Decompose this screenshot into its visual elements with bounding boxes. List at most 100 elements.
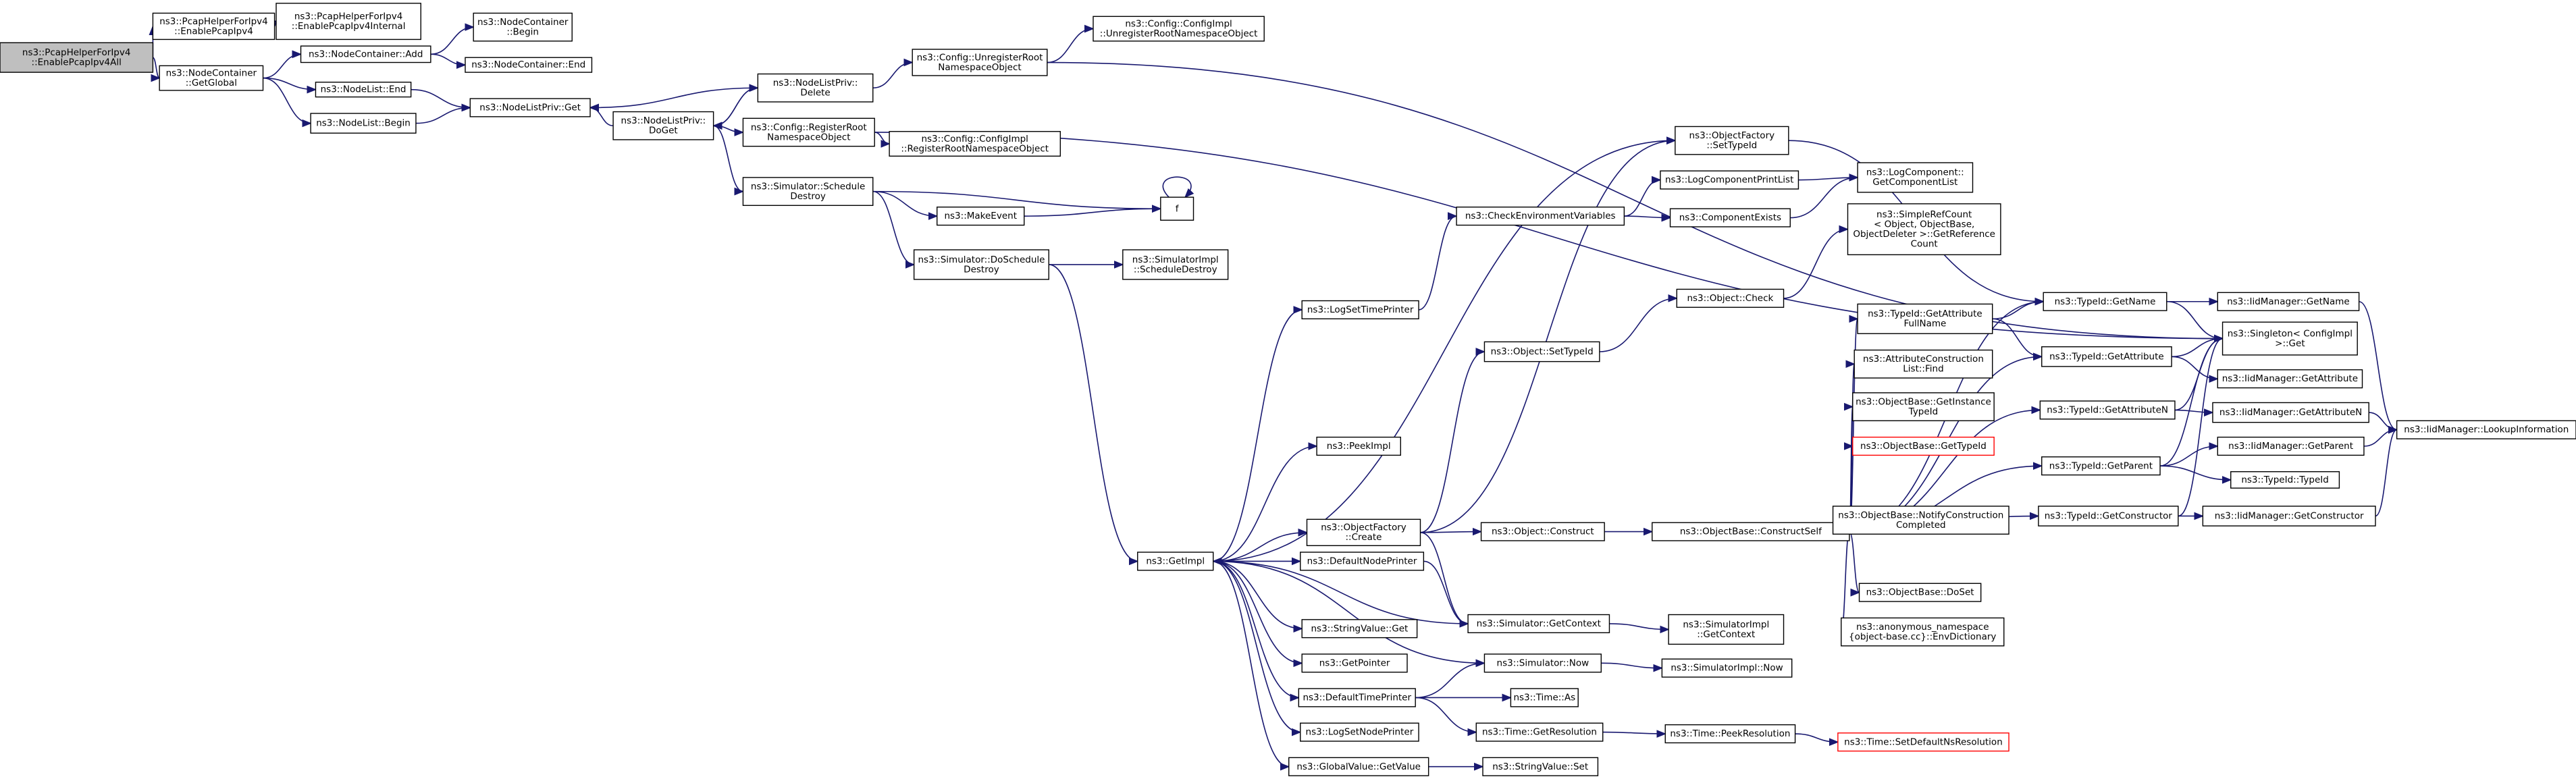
function-node-n7[interactable]: ns3::NodeList::End	[315, 82, 412, 98]
function-node-n55[interactable]: ns3::Simulator::GetContext	[1467, 614, 1610, 634]
function-node-n59[interactable]: ns3::GetPointer	[1301, 653, 1408, 673]
function-node-n39[interactable]: ns3::IidManager::GetAttributeN	[2212, 402, 2369, 423]
function-node-n15[interactable]: ns3::Config::ConfigImpl::RegisterRootNam…	[889, 131, 1061, 157]
function-node-n44[interactable]: ns3::IidManager::GetParent	[2217, 436, 2365, 456]
function-node-n11[interactable]: ns3::NodeListPriv::DoGet	[612, 111, 714, 140]
function-node-box	[2039, 400, 2176, 420]
function-node-n25[interactable]: ns3::LogComponent::GetComponentList	[1857, 162, 1974, 193]
function-node-root[interactable]: ns3::PcapHelperForIpv4::EnablePcapIpv4Al…	[0, 42, 154, 73]
function-node-n65[interactable]: ns3::LogSetNodePrinter	[1300, 722, 1419, 742]
function-node-n51[interactable]: ns3::IidManager::GetConstructor	[2202, 506, 2376, 527]
function-node-label: ns3::ObjectBase::GetInstance	[1856, 396, 1991, 407]
function-node-label: Completed	[1896, 520, 1946, 531]
function-node-box	[159, 65, 264, 91]
function-node-n1[interactable]: ns3::PcapHelperForIpv4::EnablePcapIpv4	[152, 12, 275, 41]
function-node-n10[interactable]: ns3::NodeListPriv::Delete	[757, 73, 874, 103]
function-node-n56[interactable]: ns3::SimulatorImpl::GetContext	[1668, 614, 1785, 645]
function-node-n38[interactable]: ns3::TypeId::GetAttributeN	[2039, 400, 2176, 420]
function-node-label: ns3::PcapHelperForIpv4	[22, 47, 131, 58]
function-node-n45[interactable]: ns3::TypeId::TypeId	[2230, 471, 2340, 489]
function-node-n42[interactable]: ns3::PeekImpl	[1316, 436, 1401, 456]
function-node-label: >::Get	[2275, 338, 2305, 349]
function-node-box	[1676, 288, 1785, 308]
function-node-n22[interactable]: ns3::CheckEnvironmentVariables	[1456, 207, 1625, 226]
function-node-label: ns3::TypeId::GetAttributeN	[2047, 404, 2168, 415]
function-node-box	[469, 98, 591, 117]
function-node-n23[interactable]: ns3::LogComponentPrintList	[1660, 170, 1799, 190]
function-node-n33[interactable]: ns3::Object::SetTypeId	[1483, 341, 1600, 362]
call-edge-n52-to-n42	[1213, 446, 1317, 562]
function-node-label: ns3::SimpleRefCount	[1876, 209, 1972, 220]
function-node-n43[interactable]: ns3::TypeId::GetParent	[2041, 456, 2161, 476]
function-node-n20[interactable]: ns3::SimulatorImpl::ScheduleDestroy	[1122, 249, 1229, 280]
function-node-n12[interactable]: ns3::Config::UnregisterRootNamespaceObje…	[912, 49, 1048, 76]
function-node-n17[interactable]: ns3::MakeEvent	[937, 207, 1025, 226]
function-node-n54[interactable]: ns3::ObjectBase::DoSet	[1858, 583, 1982, 602]
function-node-box	[1482, 757, 1599, 776]
function-node-n2[interactable]: ns3::PcapHelperForIpv4::EnablePcapIpv4In…	[275, 3, 421, 41]
function-node-n67[interactable]: ns3::Time::SetDefaultNsResolution	[1837, 732, 2009, 752]
function-node-n53[interactable]: ns3::DefaultNodePrinter	[1300, 552, 1425, 571]
call-edge-root-to-n3	[153, 57, 160, 78]
function-node-n24[interactable]: ns3::ComponentExists	[1669, 208, 1791, 227]
function-node-n63[interactable]: ns3::Time::As	[1510, 688, 1579, 707]
function-node-n16[interactable]: ns3::Simulator::ScheduleDestroy	[742, 177, 874, 207]
call-edge-n16-to-n18	[872, 190, 1161, 209]
function-node-n62[interactable]: ns3::DefaultTimePrinter	[1298, 688, 1416, 707]
function-node-n14[interactable]: ns3::Config::RegisterRootNamespaceObject	[742, 117, 875, 147]
function-node-n35[interactable]: ns3::TypeId::GetAttribute	[2041, 346, 2172, 367]
function-node-label: ::EnablePcapIpv4Internal	[292, 21, 406, 32]
function-node-label: ns3::Simulator::Now	[1497, 657, 1589, 668]
function-node-n6[interactable]: ns3::NodeContainer::End	[465, 57, 593, 73]
function-node-n50[interactable]: ns3::TypeId::GetConstructor	[2038, 506, 2179, 527]
function-node-n40[interactable]: ns3::IidManager::LookupInformation	[2396, 420, 2576, 439]
function-node-n49[interactable]: ns3::ObjectBase::NotifyConstructionCompl…	[1832, 506, 2009, 535]
function-node-n8[interactable]: ns3::NodeList::Begin	[310, 113, 417, 134]
function-node-n47[interactable]: ns3::Object::Construct	[1480, 522, 1605, 541]
function-node-box	[1301, 619, 1418, 639]
function-node-n27[interactable]: ns3::LogSetTimePrinter	[1301, 300, 1419, 320]
function-node-n28[interactable]: ns3::Object::Check	[1676, 288, 1785, 308]
function-node-label: ns3::PcapHelperForIpv4	[294, 11, 403, 22]
function-node-box	[742, 177, 874, 207]
function-node-n30[interactable]: ns3::TypeId::GetName	[2043, 292, 2167, 311]
function-node-n68[interactable]: ns3::GlobalValue::GetValue	[1288, 757, 1429, 776]
function-node-box	[1137, 552, 1214, 571]
function-node-n41[interactable]: ns3::ObjectBase::GetTypeId	[1852, 436, 1995, 456]
function-node-n13[interactable]: ns3::Config::ConfigImpl::UnregisterRootN…	[1093, 16, 1265, 42]
function-node-n9[interactable]: ns3::NodeListPriv::Get	[469, 98, 591, 117]
function-node-n48[interactable]: ns3::ObjectBase::ConstructSelf	[1652, 522, 1850, 541]
function-node-n64[interactable]: ns3::Time::GetResolution	[1475, 722, 1604, 742]
function-node-n31[interactable]: ns3::IidManager::GetName	[2217, 292, 2360, 311]
function-node-n26[interactable]: ns3::SimpleRefCount< Object, ObjectBase,…	[1847, 203, 2001, 256]
call-edge-n29-to-n30	[1992, 302, 2043, 320]
function-node-box	[2396, 420, 2576, 439]
function-node-n21[interactable]: ns3::ObjectFactory::SetTypeId	[1675, 126, 1789, 155]
call-edge-n43-to-n44	[2160, 446, 2217, 467]
function-node-n4[interactable]: ns3::NodeContainer::Add	[300, 45, 431, 63]
function-node-box	[1852, 436, 1995, 456]
call-edge-n12-to-n13	[1047, 29, 1093, 63]
function-node-n5[interactable]: ns3::NodeContainer::Begin	[473, 12, 573, 42]
function-node-n18[interactable]: f	[1160, 196, 1194, 221]
call-edge-n10-to-n12	[872, 63, 913, 89]
function-node-n52[interactable]: ns3::GetImpl	[1137, 552, 1214, 571]
function-node-n69[interactable]: ns3::StringValue::Set	[1482, 757, 1599, 776]
function-node-n36[interactable]: ns3::IidManager::GetAttribute	[2217, 369, 2363, 389]
function-node-n58[interactable]: ns3::anonymous_namespace{object-base.cc}…	[1841, 617, 2005, 647]
function-node-n66[interactable]: ns3::Time::PeekResolution	[1664, 724, 1796, 744]
function-node-n60[interactable]: ns3::Simulator::Now	[1483, 653, 1602, 673]
function-node-label: ns3::Object::SetTypeId	[1491, 346, 1594, 357]
function-node-n61[interactable]: ns3::SimulatorImpl::Now	[1661, 658, 1793, 678]
function-node-box	[1298, 688, 1416, 707]
function-node-n3[interactable]: ns3::NodeContainer::GetGlobal	[159, 65, 264, 91]
function-node-n57[interactable]: ns3::StringValue::Get	[1301, 619, 1418, 639]
function-node-n46[interactable]: ns3::ObjectFactory::Create	[1306, 518, 1421, 546]
function-node-n32[interactable]: ns3::Singleton< ConfigImpl>::Get	[2222, 321, 2358, 356]
call-edge-n35-to-n36	[2172, 356, 2217, 379]
